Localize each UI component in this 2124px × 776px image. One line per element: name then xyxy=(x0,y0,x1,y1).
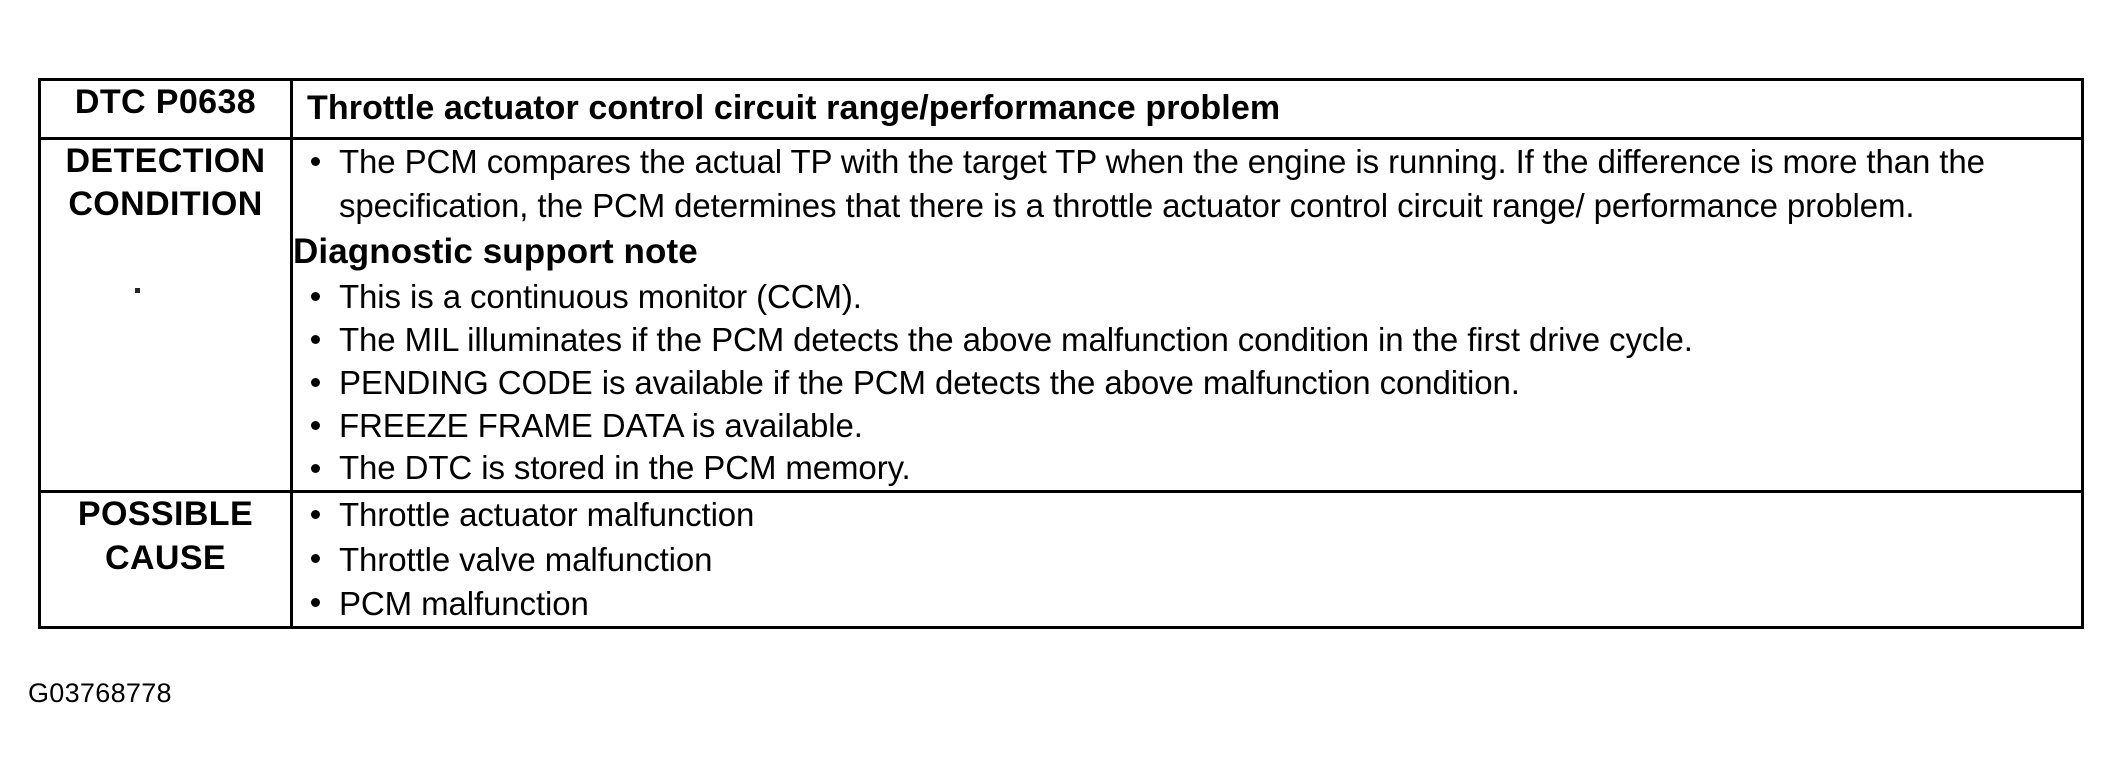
detection-condition-bullet-list: This is a continuous monitor (CCM). The … xyxy=(293,276,2081,490)
bullet-icon xyxy=(311,554,320,564)
dtc-table: DTC P0638 Throttle actuator control circ… xyxy=(38,78,2084,629)
detection-condition-content-cell: The PCM compares the actual TP with the … xyxy=(290,136,2084,494)
detection-intro-item: The PCM compares the actual TP with the … xyxy=(293,140,2081,228)
list-item: The MIL illuminates if the PCM detects t… xyxy=(293,319,2081,362)
list-item: Throttle actuator malfunction xyxy=(293,493,2081,537)
scan-speck xyxy=(135,287,140,293)
figure-reference-code: G03768778 xyxy=(28,678,172,708)
list-item-text: The DTC is stored in the PCM memory. xyxy=(339,449,911,487)
bullet-icon xyxy=(311,463,320,473)
detection-condition-label-cell: DETECTION CONDITION xyxy=(38,136,293,494)
table-row-detection-condition: DETECTION CONDITION The PCM compares the… xyxy=(38,136,2084,494)
bullet-icon xyxy=(311,335,320,345)
list-item-text: The MIL illuminates if the PCM detects t… xyxy=(339,320,1693,358)
list-item: The DTC is stored in the PCM memory. xyxy=(293,447,2081,490)
bullet-icon xyxy=(311,509,320,519)
list-item-text: This is a continuous monitor (CCM). xyxy=(339,277,862,315)
list-item-text: Throttle valve malfunction xyxy=(339,540,713,578)
dtc-title: Throttle actuator control circuit range/… xyxy=(307,89,1281,127)
list-item: This is a continuous monitor (CCM). xyxy=(293,276,2081,319)
table-row-possible-cause: POSSIBLE CAUSE Throttle actuator malfunc… xyxy=(38,490,2084,629)
bullet-icon xyxy=(311,598,320,608)
dtc-code-label: DTC P0638 xyxy=(74,83,257,121)
list-item: PENDING CODE is available if the PCM det… xyxy=(293,362,2081,405)
possible-cause-label-line-1: POSSIBLE xyxy=(77,495,254,534)
detection-condition-label-line-1: DETECTION xyxy=(65,141,266,180)
bullet-icon xyxy=(311,292,320,302)
list-item-text: PCM malfunction xyxy=(339,584,589,622)
possible-cause-bullet-list: Throttle actuator malfunction Throttle v… xyxy=(293,493,2081,626)
bullet-icon xyxy=(311,378,320,388)
detection-condition-label-line-2: CONDITION xyxy=(68,185,263,224)
dtc-title-cell: Throttle actuator control circuit range/… xyxy=(290,78,2084,140)
possible-cause-label-cell: POSSIBLE CAUSE xyxy=(38,490,293,629)
list-item: Throttle valve malfunction xyxy=(293,538,2081,582)
diagnostic-support-note-heading: Diagnostic support note xyxy=(293,231,698,271)
list-item: FREEZE FRAME DATA is available. xyxy=(293,405,2081,448)
possible-cause-label-line-2: CAUSE xyxy=(104,538,227,577)
detection-intro-text: The PCM compares the actual TP with the … xyxy=(339,142,1985,224)
possible-cause-content-cell: Throttle actuator malfunction Throttle v… xyxy=(290,490,2084,629)
list-item-text: FREEZE FRAME DATA is available. xyxy=(339,406,863,444)
dtc-code-cell: DTC P0638 xyxy=(38,78,293,140)
bullet-icon xyxy=(311,156,320,166)
bullet-icon xyxy=(311,421,320,431)
table-row-header: DTC P0638 Throttle actuator control circ… xyxy=(38,78,2084,140)
list-item-text: PENDING CODE is available if the PCM det… xyxy=(339,363,1520,401)
list-item-text: Throttle actuator malfunction xyxy=(339,496,755,534)
list-item: PCM malfunction xyxy=(293,582,2081,626)
